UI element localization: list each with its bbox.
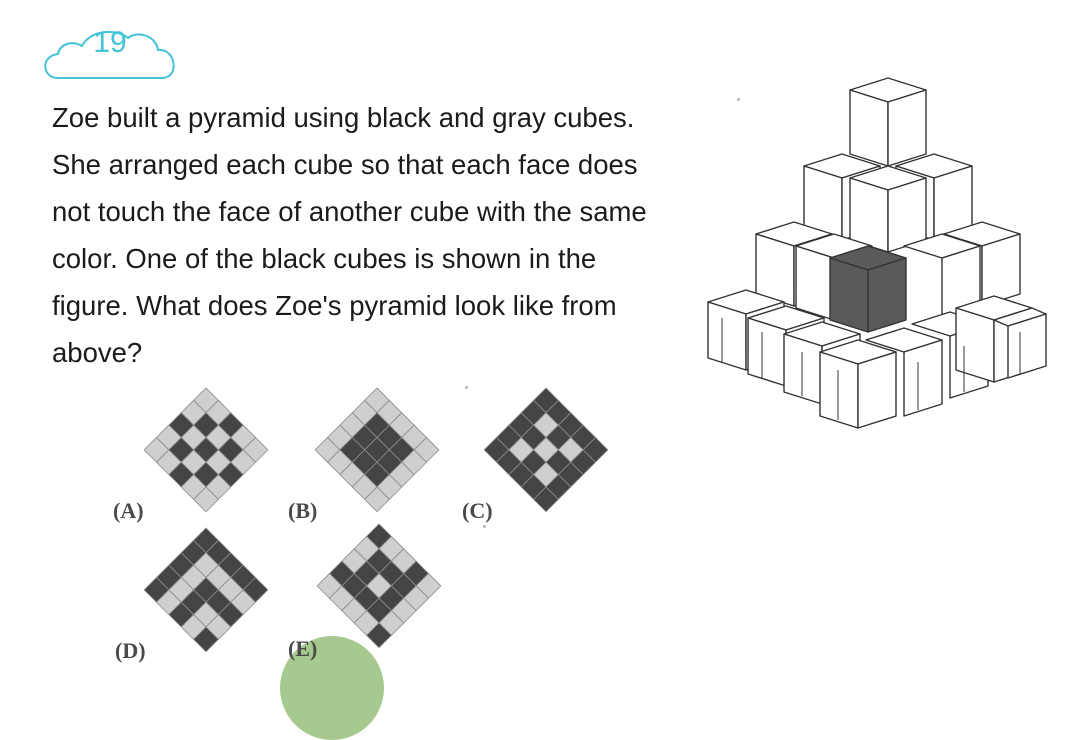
option-c-figure[interactable] <box>483 386 609 512</box>
grid-tile <box>533 486 559 512</box>
stray-dot <box>465 386 468 389</box>
cube-pyramid-figure <box>707 77 1047 429</box>
option-e-figure[interactable] <box>316 522 442 648</box>
question-line: not touch the face of another cube with … <box>52 196 647 227</box>
option-b-label[interactable]: (B) <box>288 498 318 523</box>
question-line: She arranged each cube so that each face… <box>52 149 638 180</box>
stray-dot <box>737 98 740 101</box>
question-number: 19 <box>93 26 127 59</box>
option-a-label[interactable]: (A) <box>113 498 144 523</box>
question-line: figure. What does Zoe's pyramid look lik… <box>52 290 617 321</box>
question-line: above? <box>52 337 143 368</box>
question-number-cloud <box>44 30 175 79</box>
option-d-label[interactable]: (D) <box>115 638 146 663</box>
cube <box>849 165 927 253</box>
grid-tile <box>193 486 219 512</box>
cube <box>903 233 981 321</box>
question-line: Zoe built a pyramid using black and gray… <box>52 102 635 133</box>
option-c-label[interactable]: (C) <box>462 498 493 523</box>
option-a-figure[interactable] <box>143 386 269 512</box>
grid-tile <box>193 626 219 652</box>
cube <box>865 327 943 417</box>
option-b-figure[interactable] <box>314 386 440 512</box>
cube <box>955 295 1047 383</box>
black-cube <box>829 245 907 333</box>
grid-tile <box>366 622 392 648</box>
option-e-label[interactable]: (E) <box>288 636 318 661</box>
question-text: Zoe built a pyramid using black and gray… <box>52 94 712 376</box>
cube <box>849 77 927 167</box>
option-d-figure[interactable] <box>143 526 269 652</box>
stray-dot <box>483 525 486 528</box>
grid-tile <box>364 486 390 512</box>
question-line: color. One of the black cubes is shown i… <box>52 243 597 274</box>
cube <box>819 339 897 429</box>
